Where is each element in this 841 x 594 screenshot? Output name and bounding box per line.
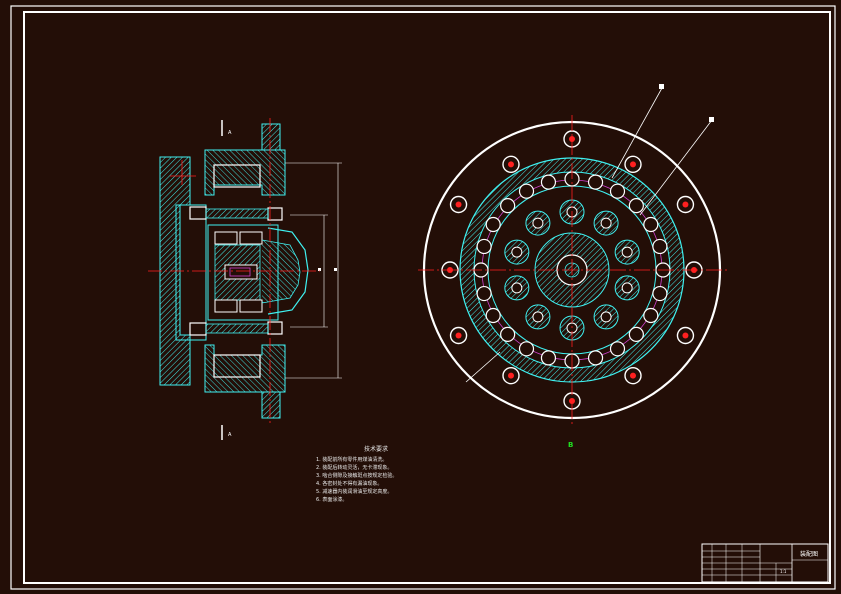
pin: [621, 282, 633, 294]
bolt-center: [569, 398, 575, 404]
title-block-scale: 1:1: [780, 569, 787, 574]
notes-line: 4. 各密封处不得有漏油现象。: [316, 481, 383, 487]
view-label-b: B: [568, 441, 573, 449]
section-label-top: A: [228, 130, 232, 136]
bolt-center: [455, 201, 462, 208]
title-block-name: 装配图: [800, 550, 818, 558]
roller: [500, 198, 516, 214]
title-block: 装配图 1:1: [701, 543, 829, 583]
inner-frame: [23, 11, 831, 584]
technical-notes: 技术要求 1. 装配前所有零件用煤油清洗。 2. 装配后转动灵活，无卡滞现象。 …: [316, 446, 436, 504]
pin: [532, 217, 544, 229]
pin: [600, 311, 612, 323]
outer-frame: [10, 5, 836, 590]
bolt-center: [630, 161, 636, 168]
roller: [540, 350, 557, 366]
roller: [609, 341, 626, 357]
pin: [621, 246, 633, 258]
roller: [485, 216, 501, 233]
notes-line: 6. 表面涂漆。: [316, 497, 348, 503]
roller: [485, 307, 501, 324]
roller: [643, 307, 659, 324]
roller: [518, 183, 535, 199]
bolt-center: [508, 161, 514, 168]
roller: [609, 183, 626, 199]
pin: [511, 246, 523, 258]
notes-line: 3. 啮合侧隙及接触斑点按规定检验。: [316, 473, 398, 479]
roller: [518, 341, 535, 357]
roller: [652, 285, 668, 302]
roller: [476, 238, 492, 255]
bolt-center: [682, 332, 689, 339]
roller: [643, 216, 659, 233]
pin: [600, 217, 612, 229]
notes-line: 5. 减速器内装润滑油至规定高度。: [316, 489, 393, 495]
notes-title: 技术要求: [363, 446, 388, 453]
pin: [532, 311, 544, 323]
bolt-center: [508, 372, 514, 379]
side-section-view: A A: [148, 118, 342, 440]
roller: [587, 174, 604, 190]
roller: [587, 350, 604, 366]
bolt-center: [455, 332, 462, 339]
roller: [628, 198, 644, 214]
roller: [500, 326, 516, 342]
roller: [476, 285, 492, 302]
roller: [540, 174, 557, 190]
pin: [511, 282, 523, 294]
notes-line: 1. 装配前所有零件用煤油清洗。: [316, 457, 388, 463]
bolt-center: [630, 372, 636, 379]
bolt-center: [682, 201, 689, 208]
roller: [652, 238, 668, 255]
notes-line: 2. 装配后转动灵活，无卡滞现象。: [316, 465, 393, 471]
roller: [628, 326, 644, 342]
front-view: B: [418, 84, 728, 449]
section-label-bottom: A: [228, 432, 232, 438]
